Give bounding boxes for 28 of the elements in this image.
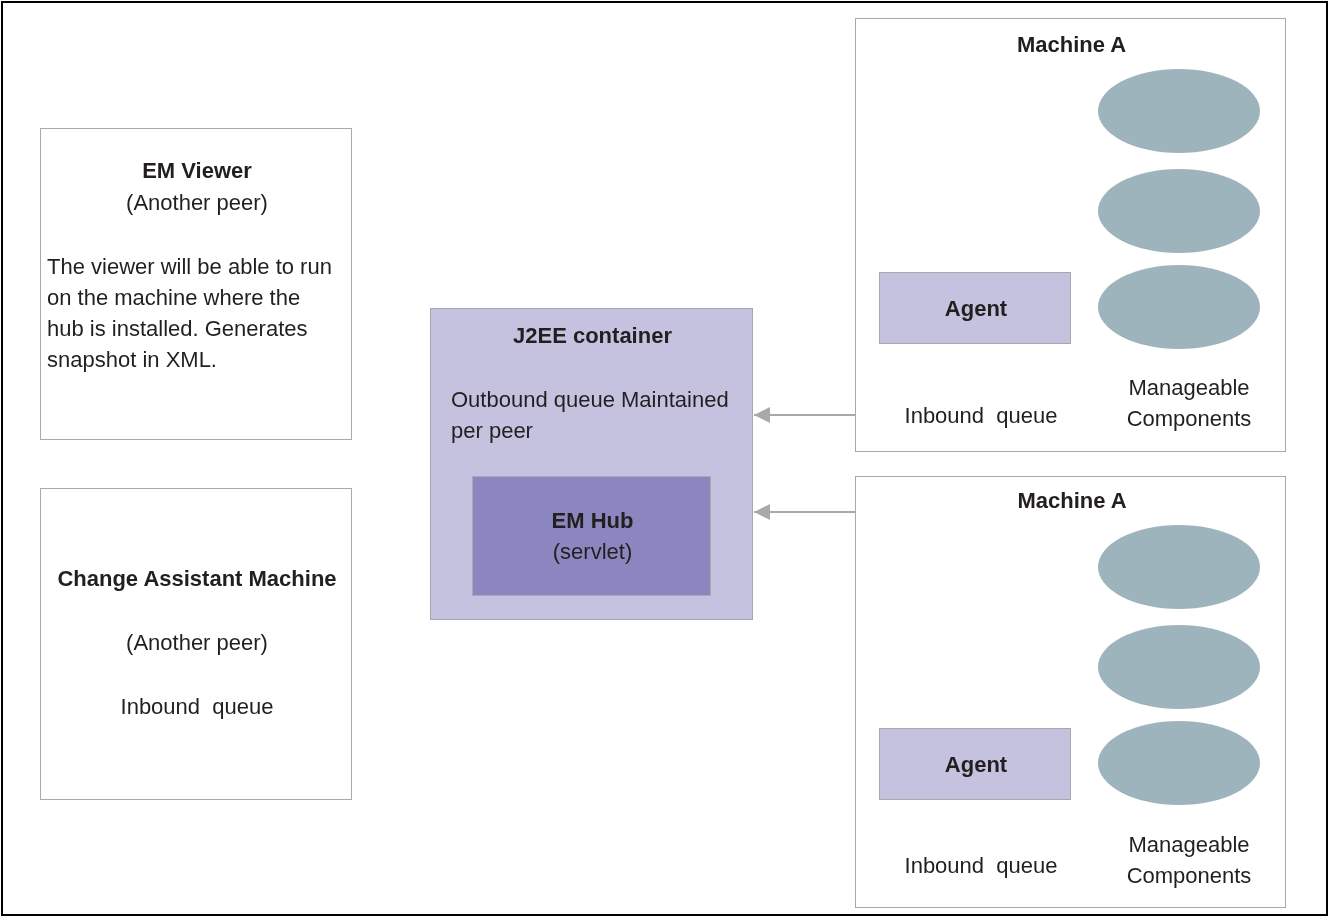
node-text: Outbound queue Maintained per peer xyxy=(451,386,730,445)
agent-box xyxy=(879,728,1071,800)
machine-box xyxy=(855,18,1286,452)
node-text: Inbound queue xyxy=(119,693,275,721)
machine-box xyxy=(855,476,1286,908)
peer-box xyxy=(40,488,352,800)
container-box xyxy=(430,308,753,620)
node-title: Change Assistant Machine xyxy=(56,565,338,593)
node-title: Agent xyxy=(943,295,1009,323)
node-text: Inbound queue xyxy=(903,402,1059,430)
node-text: Inbound queue xyxy=(903,852,1059,880)
node-title: EM Viewer xyxy=(141,157,253,185)
node-title: EM Hub xyxy=(550,507,635,535)
node-text: Manageable Components xyxy=(1125,374,1253,433)
node-title: Machine A xyxy=(1015,31,1128,59)
arrow xyxy=(753,504,856,520)
node-title: Agent xyxy=(943,751,1009,779)
node-text: The viewer will be able to run on the machine where the hub is installed. Generates snapshot in XML. xyxy=(47,253,333,374)
node-text: (Another peer) xyxy=(125,629,269,657)
peer-box xyxy=(40,128,352,440)
node-title: Machine A xyxy=(1016,487,1128,515)
node-text: (Another peer) xyxy=(125,189,269,217)
node-text: Manageable Components xyxy=(1125,831,1253,890)
arrow xyxy=(753,407,856,423)
agent-box xyxy=(879,272,1071,344)
node-title: J2EE container xyxy=(512,322,673,350)
hub-box xyxy=(472,476,711,596)
node-text: (servlet) xyxy=(551,538,634,566)
